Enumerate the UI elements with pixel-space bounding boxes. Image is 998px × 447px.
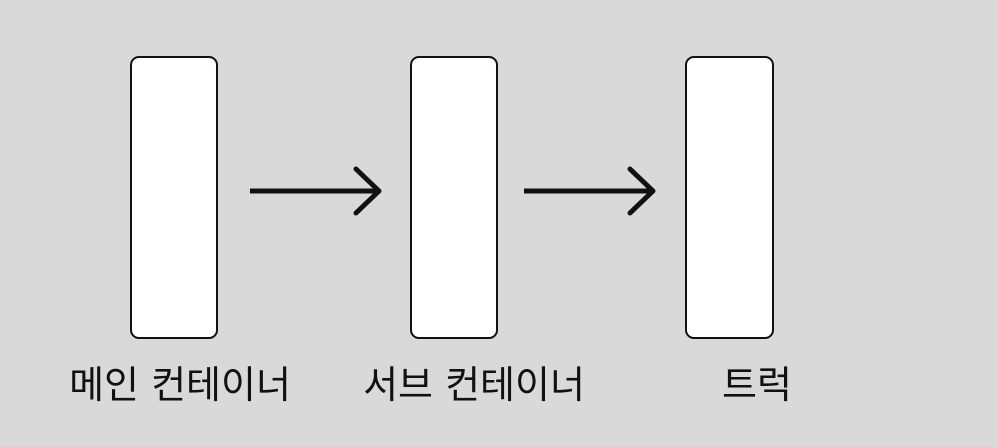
- main-container-label: 메인 컨테이너: [69, 363, 291, 407]
- sub-container-label: 서브 컨테이너: [363, 363, 585, 407]
- arrow-right-icon: [250, 166, 382, 216]
- sub-container-box: [410, 56, 498, 339]
- main-container-box: [130, 56, 218, 339]
- truck-label: 트럭: [722, 363, 792, 407]
- arrow-right-icon: [524, 166, 656, 216]
- truck-box: [685, 56, 774, 339]
